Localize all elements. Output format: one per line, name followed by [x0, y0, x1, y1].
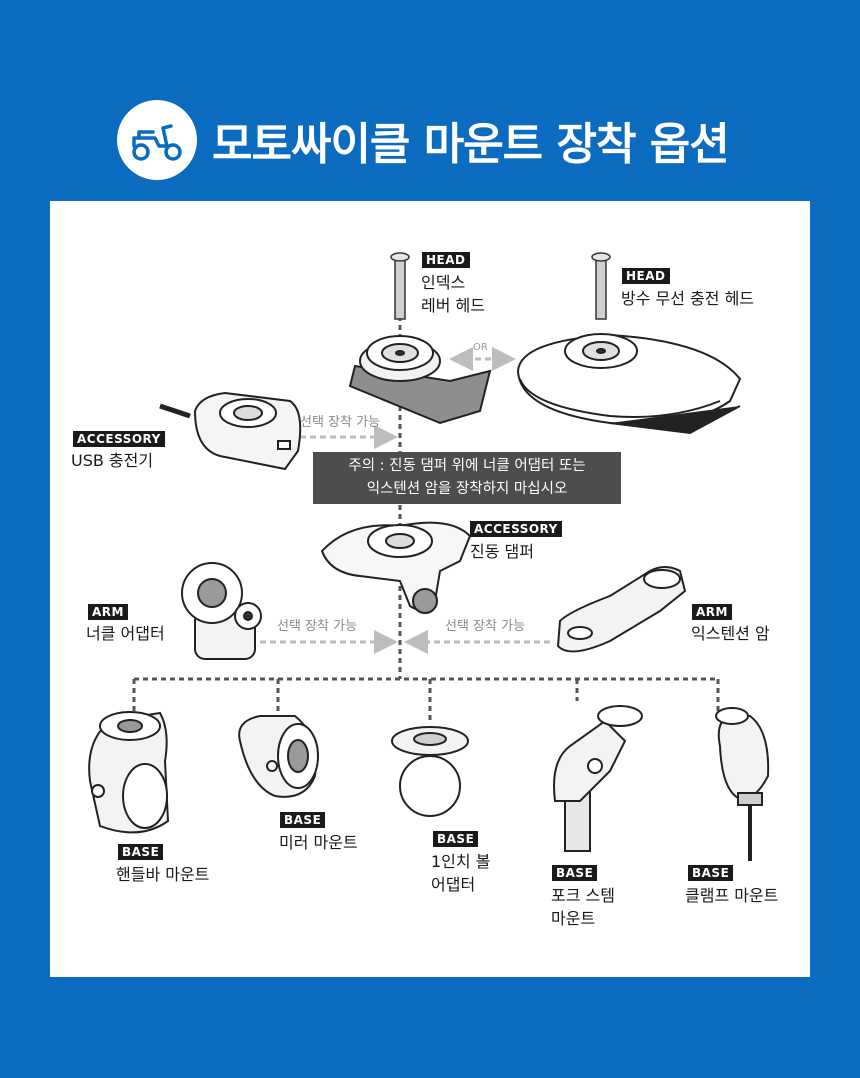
- ball-label-2: 어댑터: [431, 875, 476, 894]
- damper-tag: ACCESSORY: [470, 521, 562, 537]
- extension-arm: [556, 566, 687, 653]
- vibration-damper: [320, 521, 472, 614]
- usb-charger: [159, 391, 302, 471]
- ball-label-1: 1인치 볼: [431, 852, 491, 871]
- diagram-panel: OR HEAD 인덱스 레버 헤드 HEAD 방수 무선 충전 헤드 ACCES…: [50, 201, 810, 977]
- mirror-tag: BASE: [280, 812, 326, 828]
- optional-arm-right-label: 선택 장착 가능: [445, 619, 526, 634]
- handlebar-mount: [88, 711, 170, 834]
- ball-adapter: [391, 726, 469, 817]
- knuckle-label: 너클 어댑터: [86, 624, 165, 643]
- damper-label: 진동 댐퍼: [470, 542, 534, 561]
- handlebar-tag: BASE: [118, 844, 164, 860]
- usb-tag: ACCESSORY: [73, 431, 165, 447]
- clamp-mount: [715, 707, 770, 861]
- warning-line-1: 주의 : 진동 댐퍼 위에 너클 어댑터 또는: [348, 458, 586, 474]
- fork-label-2: 마운트: [551, 909, 596, 928]
- header: 모토싸이클 마운트 장착 옵션: [0, 0, 860, 200]
- or-label: OR: [473, 342, 488, 353]
- screw-index: [390, 252, 410, 320]
- head-wireless-label: 방수 무선 충전 헤드: [621, 289, 755, 308]
- mirror-mount: [238, 715, 319, 798]
- clamp-label: 클램프 마운트: [685, 886, 779, 905]
- fork-stem-mount: [553, 705, 643, 852]
- scooter-icon: [117, 100, 197, 180]
- index-lever-head: [348, 335, 492, 425]
- fork-tag: BASE: [552, 865, 598, 881]
- warning-line-2: 익스텐션 암을 장착하지 마십시오: [366, 481, 568, 497]
- page-title: 모토싸이클 마운트 장착 옵션: [212, 119, 730, 170]
- head-index-label-2: 레버 헤드: [421, 296, 485, 315]
- clamp-tag: BASE: [688, 865, 734, 881]
- head-wireless-tag: HEAD: [622, 268, 670, 284]
- wireless-charging-head: [516, 333, 742, 435]
- extension-tag: ARM: [692, 604, 732, 620]
- screw-wireless: [591, 252, 611, 320]
- fork-label-1: 포크 스템: [551, 886, 615, 905]
- optional-accessory-label: 선택 장착 가능: [300, 415, 381, 430]
- usb-label: USB 충전기: [71, 451, 154, 470]
- knuckle-adapter: [181, 562, 262, 660]
- knuckle-tag: ARM: [88, 604, 128, 620]
- warning-box: 주의 : 진동 댐퍼 위에 너클 어댑터 또는 익스텐션 암을 장착하지 마십시…: [313, 452, 621, 504]
- handlebar-label: 핸들바 마운트: [116, 865, 210, 884]
- optional-arm-left-label: 선택 장착 가능: [277, 619, 358, 634]
- ball-tag: BASE: [433, 831, 479, 847]
- extension-label: 익스텐션 암: [691, 624, 770, 643]
- head-index-label-1: 인덱스: [421, 273, 466, 292]
- head-index-tag: HEAD: [422, 252, 470, 268]
- diagram-art: [88, 252, 770, 861]
- mirror-label: 미러 마운트: [279, 833, 358, 852]
